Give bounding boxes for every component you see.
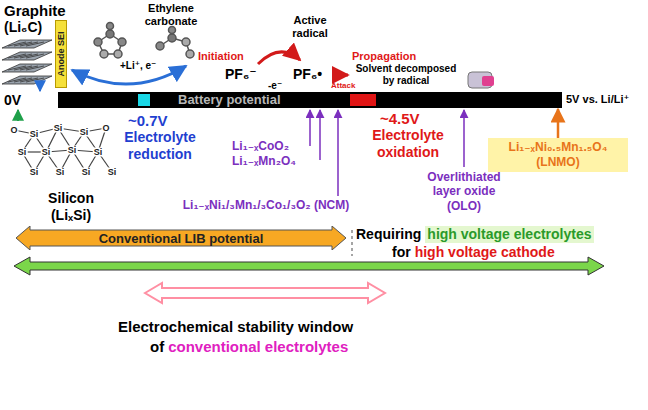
cathode-arrow [309,110,311,146]
initiation-arrow [258,52,300,64]
note-text: of [150,338,164,356]
note-text: conventional electrolytes [168,338,348,356]
lnmo-box: Li₁₋ₓNi₀.₅Mn₁.₅O₄ (LNMO) [488,138,628,172]
diagram-label: 0V [4,92,21,109]
diagram-label: ~0.7V [128,112,168,130]
diagram-label: Electrolyte reduction [110,129,210,163]
reduction-mark [138,94,150,106]
diagram-label: Initiation [198,50,244,63]
diagram-label: (Li₆C) [4,19,42,36]
decomposed-molecule [156,27,194,59]
diagram-label: Ethylene carbonate [138,2,204,28]
text-row: Requiringhigh voltage electrolytes [356,226,594,243]
atom-label: Si [29,168,40,177]
decomposed-solvent-icon [468,72,494,88]
diagram-label: PF₆⁻ [225,66,257,83]
diagram-label: -e⁻ [268,80,282,92]
diagram-label: Silicon (LiₓSi) [38,190,104,224]
silicon-arrow [17,110,19,121]
oxidation-mark [350,94,376,106]
atom-label: Si [17,148,28,157]
atom-label: Si [67,146,78,155]
atom-label: Si [53,124,64,133]
atom-label: Si [93,148,104,157]
diagram-label: Active radical [286,14,334,40]
atom-label: Si [41,148,52,157]
silicon-bonds [14,128,112,172]
diagram-label: Attack [331,81,355,91]
arrow-outline [16,226,346,250]
node-text: Battery potential [178,92,281,108]
diagram-label: ~4.5V [380,110,420,128]
diagram-label: Overlithiated layer oxide (OLO) [418,170,510,213]
diagram-label: +Li⁺, e⁻ [120,60,156,72]
note-text: for [392,244,411,261]
cathode-arrow [463,110,465,167]
conventional-window-arrow [145,283,385,303]
propagation-arrow [332,74,348,77]
anode-arrow [39,85,41,91]
cathode-arrow [319,110,321,160]
atom-label: Si [107,168,118,177]
diagram-label: Li₁₋ₓNi₁/₃Mn₁/₃Co₁/₃O₂ (NCM) [176,198,356,212]
divider-line [351,230,353,256]
diagram-label: PF₆• [293,66,322,83]
atom-label: Si [79,128,90,137]
diagram-label: Propagation [352,50,416,63]
atom-label: Si [29,130,40,139]
node-text: Conventional LIB potential [99,231,264,246]
atom-label: Si [55,168,66,177]
note-text: high voltage cathode [415,244,555,261]
diagram-label: Solvent decomposed by radical [350,63,462,87]
atom-label: O [9,126,18,135]
graphite-sheets [2,40,52,84]
atom-label: Si [81,168,92,177]
text-row: forhigh voltage cathode [392,244,555,261]
node-text: Li₁₋ₓNi₀.₅Mn₁.₅O₄ (LNMO) [492,140,624,170]
potential-bar: Battery potential [58,92,562,108]
diagram-label: Li₁₋ₓMn₂O₄ [232,154,296,168]
connector-arrow [557,109,560,138]
diagram-label: Electrolyte oxidation [362,127,454,161]
note-text: high voltage electrolytes [425,226,593,243]
diagram-label: Graphite [4,2,66,20]
conventional-potential-arrow: Conventional LIB potential [16,226,346,250]
potential-bar [58,92,562,108]
ethylene-carbonate-molecule [94,23,126,59]
text-row: ofconventional electrolytes [150,338,348,356]
diagram-label: Li₁₋ₓCoO₂ [232,139,289,153]
anode-sei-band: Anode SEI [55,20,67,88]
diagram-label: 5V vs. Li/Li⁺ [566,93,629,106]
node-text: Anode SEI [56,31,66,76]
atom-label: O [101,124,110,133]
note-text: Requiring [356,226,421,243]
cathode-arrow [337,110,339,196]
diagram-label: Electrochemical stability window [118,318,353,336]
